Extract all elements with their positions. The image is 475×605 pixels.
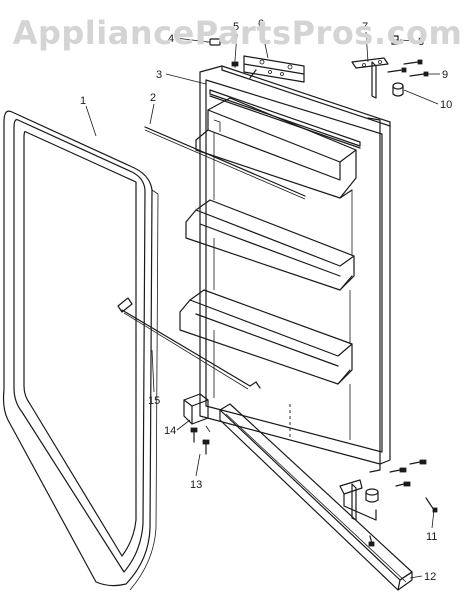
callout-15: 15 [148, 395, 160, 407]
screw-5 [231, 60, 239, 68]
screws-13 [190, 425, 211, 455]
callout-7: 7 [362, 21, 368, 33]
door-panel [179, 65, 391, 473]
screw-top [207, 38, 221, 46]
bottom-trim [219, 403, 413, 591]
leader-lines [85, 29, 440, 579]
small-bracket [183, 393, 209, 425]
callout-8: 8 [418, 36, 424, 48]
callout-2: 2 [150, 92, 156, 104]
bottom-hinge [339, 459, 438, 547]
door-gasket [2, 110, 159, 591]
callout-6: 6 [258, 18, 264, 30]
callout-10: 10 [440, 99, 452, 111]
door-stop-rod [117, 297, 261, 390]
bushing-10 [392, 82, 404, 97]
callout-11: 11 [426, 531, 437, 543]
screw-8 [391, 35, 399, 45]
callout-1: 1 [80, 95, 86, 107]
callout-13: 13 [190, 479, 202, 491]
callout-3: 3 [156, 69, 162, 81]
top-hinge [243, 55, 305, 83]
callout-12: 12 [424, 571, 436, 583]
callout-9: 9 [442, 69, 448, 81]
door-rod [144, 126, 306, 200]
callout-5: 5 [233, 21, 239, 33]
callout-4: 4 [168, 33, 174, 45]
hinge-bracket-right [351, 57, 389, 99]
screws-9 [387, 59, 429, 77]
callout-14: 14 [164, 425, 176, 437]
